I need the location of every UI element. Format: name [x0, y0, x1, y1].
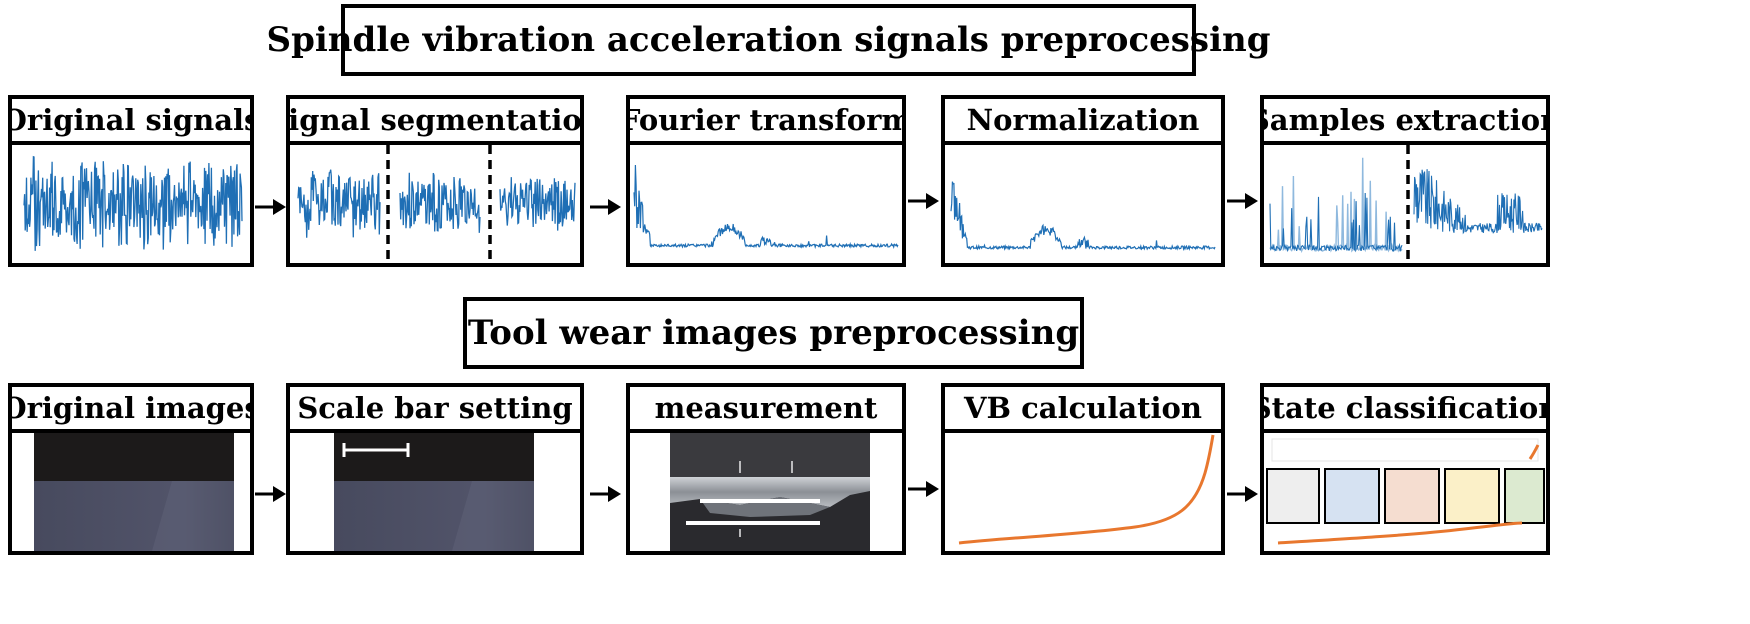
stage-scale-bar-setting: Scale bar setting	[286, 383, 584, 555]
original-signal-waveform	[23, 155, 243, 251]
image-section-title: Tool wear images preprocessing	[463, 297, 1084, 369]
signal-section-title-text: Spindle vibration acceleration signals p…	[266, 20, 1271, 60]
stage-label: measurement	[630, 387, 902, 433]
stage-body	[1264, 433, 1546, 551]
stage-body	[630, 145, 902, 263]
stage-label: Fourier transform	[630, 99, 902, 145]
right-arrow-icon	[255, 483, 287, 505]
extracted-samples	[1269, 145, 1543, 263]
right-arrow-icon	[590, 483, 622, 505]
stage-body	[1264, 145, 1546, 263]
stage-label: Normalization	[945, 99, 1221, 145]
stage-signal-segmentation: Signal segmentation	[286, 95, 584, 267]
stage-body	[945, 433, 1221, 551]
stage-samples-extraction: Samples extraction	[1260, 95, 1550, 267]
stage-label: Scale bar setting	[290, 387, 580, 433]
scale-bar	[342, 443, 410, 457]
right-arrow-icon	[1227, 483, 1259, 505]
state-block-1	[1266, 468, 1320, 524]
stage-label: VB calculation	[945, 387, 1221, 433]
wear-measurement-photo	[670, 433, 870, 551]
image-section-title-text: Tool wear images preprocessing	[467, 313, 1080, 353]
right-arrow-icon	[908, 478, 940, 500]
stage-label: Original signals	[12, 99, 250, 145]
stage-vb-calculation: VB calculation	[941, 383, 1225, 555]
stage-body	[290, 145, 580, 263]
stage-original-signals: Original signals	[8, 95, 254, 267]
stage-state-classification: State classification	[1260, 383, 1550, 555]
stage-measurement: measurement	[626, 383, 906, 555]
state-classification-chart	[1266, 438, 1545, 545]
stage-label: Signal segmentation	[290, 99, 580, 145]
scaled-tool-photo	[334, 433, 534, 551]
state-block-5	[1504, 468, 1545, 524]
state-block-4	[1444, 468, 1500, 524]
classification-curve	[1277, 521, 1523, 545]
right-arrow-icon	[1227, 190, 1259, 212]
signal-section-title: Spindle vibration acceleration signals p…	[267, 4, 1270, 76]
normalized-spectrum	[950, 181, 1216, 252]
stage-body	[630, 433, 902, 551]
state-block-2	[1324, 468, 1380, 524]
stage-body	[945, 145, 1221, 263]
stage-body	[290, 433, 580, 551]
stage-label: Samples extraction	[1264, 99, 1546, 145]
stage-label: State classification	[1264, 387, 1546, 433]
vb-curve-line	[958, 434, 1215, 545]
stage-label: Original images	[12, 387, 250, 433]
stage-body	[12, 433, 250, 551]
stage-normalization: Normalization	[941, 95, 1225, 267]
stage-original-images: Original images	[8, 383, 254, 555]
segmented-signal-waveform	[297, 145, 576, 263]
vb-wear-curve	[958, 434, 1215, 545]
right-arrow-icon	[908, 190, 940, 212]
stage-body	[12, 145, 250, 263]
fourier-spectrum	[633, 164, 899, 250]
tool-wear-photo	[34, 433, 234, 551]
right-arrow-icon	[255, 196, 287, 218]
state-block-3	[1384, 468, 1440, 524]
right-arrow-icon	[590, 196, 622, 218]
stage-fourier-transform: Fourier transform	[626, 95, 906, 267]
